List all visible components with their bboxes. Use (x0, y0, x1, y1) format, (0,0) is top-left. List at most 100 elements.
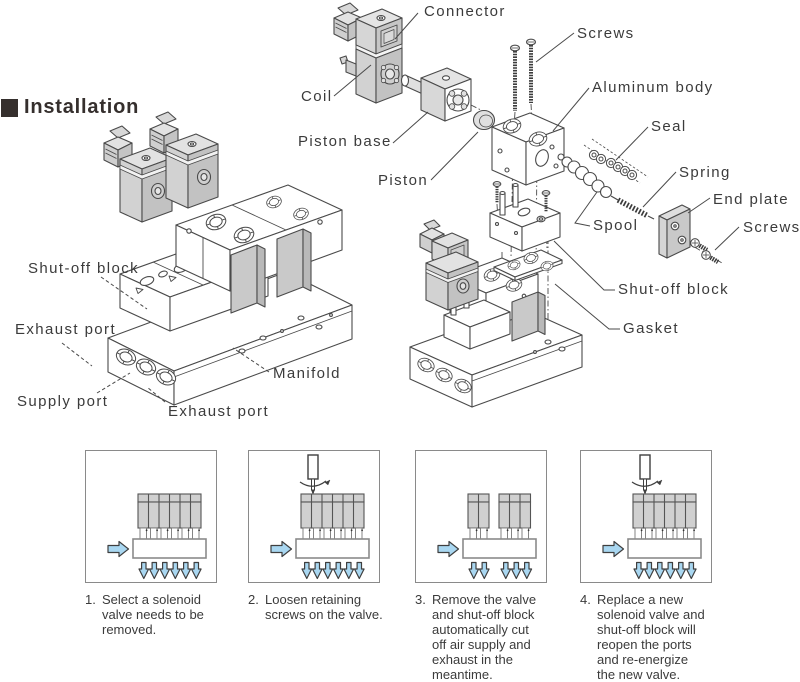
piston-drawing (472, 109, 496, 131)
exhaust-arrow (301, 561, 313, 580)
exhaust-arrow (510, 561, 522, 580)
exhaust-arrow (180, 561, 192, 580)
exhaust-arrow (148, 561, 160, 580)
connector-drawing (333, 2, 403, 55)
label-piston: Piston (378, 172, 429, 189)
label-aluminum-body: Aluminum body (592, 79, 714, 96)
valve-block (467, 493, 490, 540)
piston-base-drawing (400, 67, 472, 122)
exhaust-arrow (322, 561, 334, 580)
exhaust-arrow (478, 561, 490, 580)
exhaust-arrow (159, 561, 171, 580)
step-icon (107, 493, 207, 580)
label-shutoff-block-exploded: Shut-off block (618, 281, 730, 298)
step-2-caption: 2. Loosen retaining screws on the valve. (248, 592, 406, 622)
label-spring: Spring (679, 164, 731, 181)
label-seal: Seal (651, 118, 687, 135)
step-2-number: 2. (248, 592, 259, 607)
manifold-drawing (107, 271, 353, 406)
valve-block (300, 493, 365, 540)
shutoff-block-drawing (489, 182, 561, 252)
step-4-figure (580, 450, 712, 583)
label-connector: Connector (424, 3, 506, 20)
step-1-caption: 1. Select a solenoid valve needs to be r… (85, 592, 243, 637)
label-supply-port: Supply port (17, 393, 109, 410)
step-3-figure (415, 450, 547, 583)
exploded-valve-figure (333, 2, 723, 408)
exhaust-arrow (643, 561, 655, 580)
spring-drawing (610, 195, 655, 220)
end-plate-drawing (658, 204, 691, 259)
step-3-number: 3. (415, 592, 426, 607)
seals-drawing (583, 138, 649, 184)
valve-block (632, 493, 697, 540)
coil-a-drawing (103, 125, 173, 223)
spool-drawing (557, 153, 613, 199)
long-screws-drawing (509, 38, 537, 111)
supply-flow-arrow (270, 540, 293, 558)
exhaust-arrow (675, 561, 687, 580)
step-2-text: Loosen retaining screws on the valve. (265, 592, 383, 622)
section-header: Installation (1, 96, 139, 119)
step-icon (602, 454, 702, 580)
exhaust-arrow (500, 561, 512, 580)
valve-block (137, 493, 202, 540)
supply-flow-arrow (107, 540, 130, 558)
exhaust-arrow (468, 561, 480, 580)
label-gasket: Gasket (623, 320, 679, 337)
exhaust-arrow (169, 561, 181, 580)
exhaust-arrow (138, 561, 150, 580)
label-screws-top: Screws (577, 25, 635, 42)
step-4-text: Replace a new solenoid valve and shut-of… (597, 592, 705, 682)
exhaust-arrow (332, 561, 344, 580)
exhaust-arrow (343, 561, 355, 580)
coil-b-drawing (149, 111, 219, 209)
label-end-plate: End plate (713, 191, 789, 208)
manifold-bar (627, 538, 702, 559)
end-screws-drawing (690, 238, 720, 264)
step-icon (437, 493, 537, 580)
step-1-text: Select a solenoid valve needs to be remo… (102, 592, 204, 637)
mounted-coil-drawing (419, 219, 479, 311)
exhaust-arrow (311, 561, 323, 580)
exhaust-arrow (633, 561, 645, 580)
step-1-figure (85, 450, 217, 583)
leader-lines (61, 12, 740, 403)
valve-diagram (61, 2, 740, 408)
step-4-caption: 4. Replace a new solenoid valve and shut… (580, 592, 738, 682)
manifold-bar (132, 538, 207, 559)
exhaust-arrow (521, 561, 533, 580)
step-2-panel: 2. Loosen retaining screws on the valve. (248, 450, 406, 622)
manifold-bar (295, 538, 370, 559)
step-3-text: Remove the valve and shut-off block auto… (432, 592, 537, 682)
label-piston-base: Piston base (298, 133, 392, 150)
manifold-bar (462, 538, 537, 559)
valve-block (498, 493, 532, 540)
step-4-panel: 4. Replace a new solenoid valve and shut… (580, 450, 738, 682)
exhaust-arrow (664, 561, 676, 580)
gasket-drawing (493, 249, 563, 282)
step-icon (270, 454, 370, 580)
label-exhaust-port-upper: Exhaust port (15, 321, 117, 338)
label-screws-end: Screws (743, 219, 800, 236)
label-spool: Spool (593, 217, 639, 234)
label-manifold: Manifold (273, 365, 341, 382)
assembled-manifold-figure (103, 111, 353, 406)
label-coil: Coil (301, 88, 333, 105)
step-4-number: 4. (580, 592, 591, 607)
page-title: Installation (24, 96, 140, 118)
label-exhaust-port-lower: Exhaust port (168, 403, 270, 420)
exhaust-arrow (685, 561, 697, 580)
screwdriver-icon (299, 454, 331, 496)
step-1-panel: 1. Select a solenoid valve needs to be r… (85, 450, 243, 637)
coil-drawing (339, 43, 403, 104)
step-3-caption: 3. Remove the valve and shut-off block a… (415, 592, 573, 682)
valve-end-slabs-drawing (230, 228, 312, 314)
step-2-figure (248, 450, 380, 583)
step-1-number: 1. (85, 592, 96, 607)
exhaust-arrow (654, 561, 666, 580)
screwdriver-icon (631, 454, 663, 496)
step-3-panel: 3. Remove the valve and shut-off block a… (415, 450, 573, 682)
label-shutoff-block-assembled: Shut-off block (28, 260, 140, 277)
aluminum-body-drawing (491, 112, 565, 186)
